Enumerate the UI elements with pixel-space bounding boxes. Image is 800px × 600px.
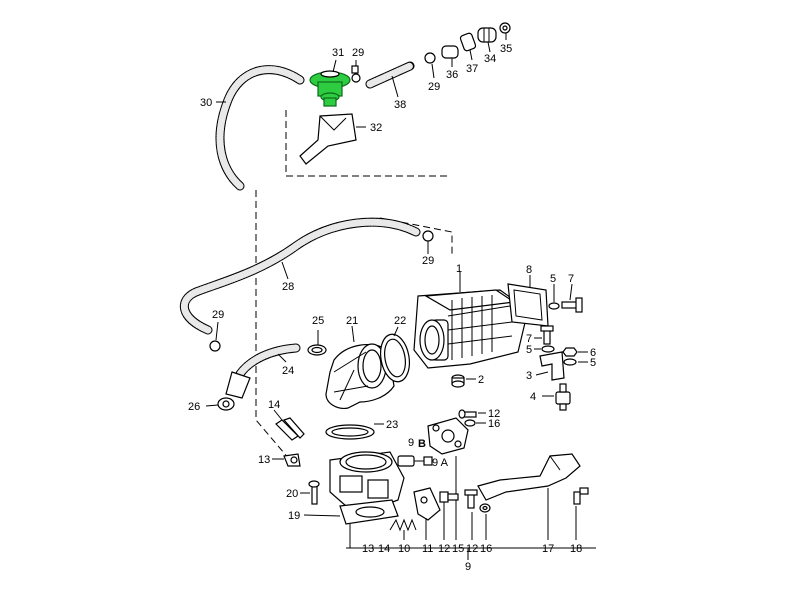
- callout-18: 18: [570, 543, 582, 555]
- callout-36: 36: [446, 69, 458, 81]
- callout-31: 31: [332, 47, 344, 59]
- callout-2: 2: [478, 374, 484, 386]
- callout-5-a: 5: [550, 273, 556, 285]
- gasket-8[interactable]: [507, 283, 549, 327]
- bolt-7-top[interactable]: [561, 297, 583, 313]
- callout-24: 24: [282, 365, 294, 377]
- throttle-lever-11[interactable]: [413, 487, 441, 521]
- callout-29-d: 29: [212, 309, 224, 321]
- callout-16-b: 16: [480, 543, 492, 555]
- callout-32: 32: [370, 122, 382, 134]
- connector-36[interactable]: [441, 45, 459, 59]
- washer-5-bracket[interactable]: [541, 345, 555, 353]
- callout-9-c: 9: [465, 561, 471, 573]
- nipple-13-left[interactable]: [283, 453, 301, 467]
- callout-19: 19: [288, 510, 300, 522]
- clamp-35[interactable]: [499, 22, 511, 34]
- callout-10: 10: [398, 543, 410, 555]
- callout-3: 3: [526, 370, 532, 382]
- callout-5-b: 5: [526, 344, 532, 356]
- callout-16-a: 16: [488, 418, 500, 430]
- fitting-34[interactable]: [477, 27, 497, 43]
- callout-8: 8: [526, 264, 532, 276]
- elbow-37[interactable]: [459, 32, 477, 52]
- washer-16-top[interactable]: [464, 419, 476, 427]
- throttle-body[interactable]: [329, 451, 405, 509]
- callout-15: 15: [452, 543, 464, 555]
- callout-9-b-label: B: [418, 438, 426, 450]
- screw-20[interactable]: [308, 480, 320, 505]
- callout-9-A-label: 9 A: [432, 457, 449, 469]
- callout-35: 35: [500, 43, 512, 55]
- callout-29-b: 29: [428, 81, 440, 93]
- callout-29-a: 29: [352, 47, 364, 59]
- callout-29-c: 29: [422, 255, 434, 267]
- hose-30[interactable]: [215, 65, 305, 191]
- callout-17: 17: [542, 543, 554, 555]
- callout-11: 11: [422, 543, 433, 555]
- callout-23: 23: [386, 419, 398, 431]
- callout-20: 20: [286, 488, 298, 500]
- callout-12-a: 12: [488, 408, 500, 420]
- callout-7-b: 7: [526, 333, 532, 345]
- intake-elbow-21[interactable]: [325, 343, 395, 409]
- hose-24[interactable]: [235, 343, 301, 379]
- bracket-3[interactable]: [539, 351, 565, 381]
- callout-9-a: 9: [408, 437, 414, 449]
- idle-adjust-9b[interactable]: [397, 455, 433, 467]
- callout-37: 37: [466, 63, 478, 75]
- callout-12-c: 12: [466, 543, 478, 555]
- washer-5-top[interactable]: [548, 302, 560, 310]
- washer-16-right[interactable]: [479, 503, 491, 513]
- hose-28[interactable]: [179, 217, 421, 335]
- seal-ring-23[interactable]: [325, 424, 375, 440]
- hose-clamp-29-mid[interactable]: [422, 230, 434, 242]
- callout-38: 38: [394, 99, 406, 111]
- callout-25: 25: [312, 315, 324, 327]
- nut-6[interactable]: [562, 347, 578, 357]
- throttle-gasket-19[interactable]: [339, 499, 399, 525]
- callout-21: 21: [346, 315, 358, 327]
- spacer-2[interactable]: [451, 374, 465, 388]
- callout-13-b: 13: [362, 543, 374, 555]
- callout-14-a: 14: [268, 399, 280, 411]
- washer-5-right[interactable]: [563, 358, 577, 366]
- callout-12-b: 12: [438, 543, 450, 555]
- bolt-12-right[interactable]: [464, 489, 478, 509]
- callout-34: 34: [484, 53, 496, 65]
- callout-14-b: 14: [378, 543, 390, 555]
- air-flow-meter-1[interactable]: [413, 289, 529, 369]
- callout-4: 4: [530, 391, 536, 403]
- callout-30: 30: [200, 97, 212, 109]
- callout-6: 6: [590, 347, 596, 359]
- seal-ring-22[interactable]: [377, 332, 413, 384]
- bracket-32[interactable]: [299, 113, 357, 165]
- callout-28: 28: [282, 281, 294, 293]
- spring-10[interactable]: [389, 518, 417, 532]
- callout-5-c: 5: [590, 357, 596, 369]
- hose-clamp-29-left[interactable]: [209, 340, 221, 352]
- hose-fitting-26[interactable]: [217, 371, 251, 411]
- screw-12-top[interactable]: [458, 409, 477, 419]
- callout-1: 1: [456, 263, 462, 275]
- rubber-mount-4[interactable]: [555, 383, 571, 411]
- hose-clamp-29-right[interactable]: [424, 52, 436, 64]
- callout-22: 22: [394, 315, 406, 327]
- linkage-bracket-17[interactable]: [477, 453, 581, 501]
- hose-14-upper[interactable]: [275, 417, 305, 441]
- hose-38[interactable]: [365, 61, 415, 89]
- bolt-12-bottom[interactable]: [439, 491, 459, 503]
- throttle-switch-15[interactable]: [427, 417, 469, 455]
- callout-7-a: 7: [568, 273, 574, 285]
- hose-clamp-29-top[interactable]: [351, 65, 361, 83]
- callout-26: 26: [188, 401, 200, 413]
- bolt-18[interactable]: [573, 487, 589, 505]
- callout-13-a: 13: [258, 454, 270, 466]
- bolt-7-bracket[interactable]: [540, 325, 554, 345]
- breather-valve-31[interactable]: [309, 70, 351, 107]
- hose-clamp-25[interactable]: [307, 344, 327, 356]
